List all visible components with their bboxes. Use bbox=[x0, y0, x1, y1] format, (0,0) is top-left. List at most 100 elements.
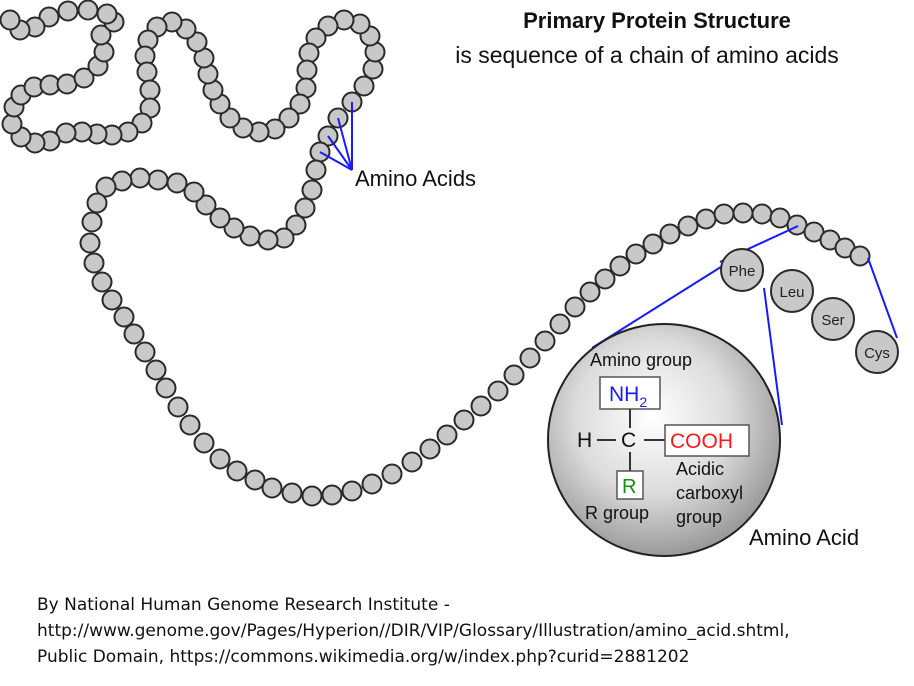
chain-bead bbox=[713, 203, 735, 225]
residue-phe-label: Phe bbox=[729, 263, 756, 280]
credit-line-3: Public Domain, https://commons.wikimedia… bbox=[37, 647, 690, 667]
diagram-subtitle: is sequence of a chain of amino acids bbox=[455, 42, 839, 68]
amino-acids-pointer-lines bbox=[319, 102, 353, 171]
credit-line-2: http://www.genome.gov/Pages/Hyperion//DI… bbox=[37, 621, 790, 641]
chain-bead bbox=[453, 409, 475, 431]
chain-bead bbox=[257, 229, 279, 251]
chain-bead bbox=[101, 289, 123, 311]
amino-acid-chain bbox=[0, 0, 871, 507]
chain-bead bbox=[209, 207, 231, 229]
chain-bead bbox=[487, 380, 509, 402]
chain-bead bbox=[183, 181, 205, 203]
chain-bead bbox=[625, 243, 647, 265]
chain-bead bbox=[289, 93, 311, 115]
chain-bead bbox=[86, 192, 108, 214]
chain-bead bbox=[361, 473, 383, 495]
chain-bead bbox=[519, 347, 541, 369]
chain-bead bbox=[341, 480, 363, 502]
chain-bead bbox=[38, 6, 60, 28]
chain-bead bbox=[281, 482, 303, 504]
diagram-title: Primary Protein Structure bbox=[523, 8, 791, 33]
residue-leu-label: Leu bbox=[779, 284, 804, 301]
chain-bead bbox=[81, 211, 103, 233]
chain-bead bbox=[219, 107, 241, 129]
chain-bead bbox=[155, 377, 177, 399]
chain-bead bbox=[123, 323, 145, 345]
chain-bead bbox=[139, 79, 161, 101]
chain-bead bbox=[301, 179, 323, 201]
chain-bead bbox=[0, 9, 21, 31]
chain-bead bbox=[296, 59, 318, 81]
chain-bead bbox=[294, 197, 316, 219]
chain-bead bbox=[129, 167, 151, 189]
amino-acids-label: Amino Acids bbox=[355, 166, 476, 191]
alpha-carbon-label: C bbox=[621, 429, 636, 452]
chain-bead bbox=[96, 3, 118, 25]
chain-bead bbox=[362, 58, 384, 80]
chain-bead bbox=[278, 107, 300, 129]
chain-bead bbox=[83, 252, 105, 274]
chain-bead bbox=[113, 306, 135, 328]
credit-line-1: By National Human Genome Research Instit… bbox=[37, 595, 450, 615]
chain-bead bbox=[579, 281, 601, 303]
chain-bead bbox=[209, 448, 231, 470]
chain-bead bbox=[145, 359, 167, 381]
chain-bead bbox=[401, 451, 423, 473]
chain-bead bbox=[147, 169, 169, 191]
nh2-box bbox=[599, 376, 661, 410]
chain-bead bbox=[594, 268, 616, 290]
chain-bead bbox=[353, 75, 375, 97]
attribution-credit: By National Human Genome Research Instit… bbox=[37, 592, 907, 670]
chain-bead bbox=[223, 217, 245, 239]
chain-bead bbox=[549, 313, 571, 335]
chain-bead bbox=[849, 245, 871, 267]
chain-bead bbox=[261, 477, 283, 499]
r-label: R bbox=[622, 476, 636, 498]
chain-bead bbox=[642, 233, 664, 255]
acidic-label-line1: Acidic bbox=[676, 459, 724, 479]
r-group-label: R group bbox=[585, 503, 649, 523]
residue-leu: Leu bbox=[770, 269, 814, 313]
chain-bead bbox=[503, 364, 525, 386]
chain-bead bbox=[166, 172, 188, 194]
acidic-label-line3: group bbox=[676, 507, 722, 527]
chain-bead bbox=[301, 485, 323, 507]
chain-bead bbox=[244, 469, 266, 491]
residue-cys: Cys bbox=[855, 330, 899, 374]
chain-bead bbox=[57, 0, 79, 22]
chain-bead bbox=[732, 202, 754, 224]
chain-bead bbox=[193, 432, 215, 454]
chain-bead bbox=[179, 414, 201, 436]
chain-bead bbox=[534, 330, 556, 352]
zoom-lines bbox=[591, 225, 898, 426]
chain-bead bbox=[298, 42, 320, 64]
chain-bead bbox=[609, 255, 631, 277]
cooh-box bbox=[664, 424, 750, 457]
chain-bead bbox=[419, 438, 441, 460]
nh2-label: NH2 bbox=[609, 383, 647, 410]
chain-bead bbox=[659, 223, 681, 245]
amino-acid-label: Amino Acid bbox=[749, 525, 859, 550]
chain-bead bbox=[90, 24, 112, 46]
chain-bead bbox=[751, 203, 773, 225]
chain-bead bbox=[470, 395, 492, 417]
chain-bead bbox=[436, 424, 458, 446]
chain-bead bbox=[93, 41, 115, 63]
chain-bead bbox=[91, 271, 113, 293]
chain-bead bbox=[321, 484, 343, 506]
residue-ser: Ser bbox=[811, 297, 855, 341]
amino-group-label: Amino group bbox=[590, 350, 692, 370]
amino-acid-structure-formula: Amino group NH2 H C COOH R R group Acidi… bbox=[577, 350, 750, 527]
chain-bead bbox=[73, 67, 95, 89]
chain-bead bbox=[695, 208, 717, 230]
residue-phe: Phe bbox=[720, 248, 764, 292]
chain-bead bbox=[381, 463, 403, 485]
chain-bead bbox=[1, 113, 23, 135]
chain-bead bbox=[305, 159, 327, 181]
chain-bead bbox=[79, 232, 101, 254]
chain-bead bbox=[677, 215, 699, 237]
residue-ser-label: Ser bbox=[821, 312, 844, 329]
chain-bead bbox=[195, 194, 217, 216]
chain-bead bbox=[285, 214, 307, 236]
